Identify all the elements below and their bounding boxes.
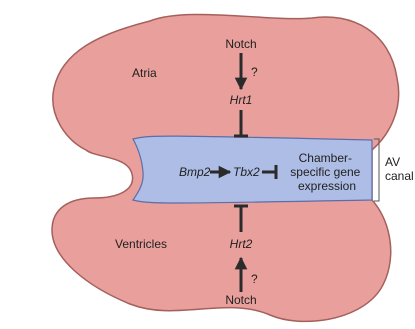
av-canal-label-line-1: AV xyxy=(385,155,400,169)
atria-notch-label: Notch xyxy=(225,37,256,51)
ventricles-question-mark: ? xyxy=(251,272,258,286)
atria-gene-hrt1: Hrt1 xyxy=(230,93,253,107)
chamber-gene-line-1: Chamber- xyxy=(299,151,352,165)
ventricles-label: Ventricles xyxy=(115,237,167,251)
av-canal-label-line-2: canal xyxy=(385,169,414,183)
ventricles-notch-label: Notch xyxy=(225,293,256,307)
chamber-gene-line-3: expression xyxy=(298,179,356,193)
ventricles-gene-hrt2: Hrt2 xyxy=(230,237,253,251)
bmp2-gene: Bmp2 xyxy=(179,165,211,179)
chamber-gene-line-2: specific gene xyxy=(290,165,360,179)
atria-question-mark: ? xyxy=(251,65,258,79)
tbx2-gene: Tbx2 xyxy=(233,165,260,179)
chamber-gene-expression-text: Chamber- specific gene expression xyxy=(290,151,363,193)
atria-label: Atria xyxy=(132,66,157,80)
av-canal-label: AV canal xyxy=(385,155,414,183)
